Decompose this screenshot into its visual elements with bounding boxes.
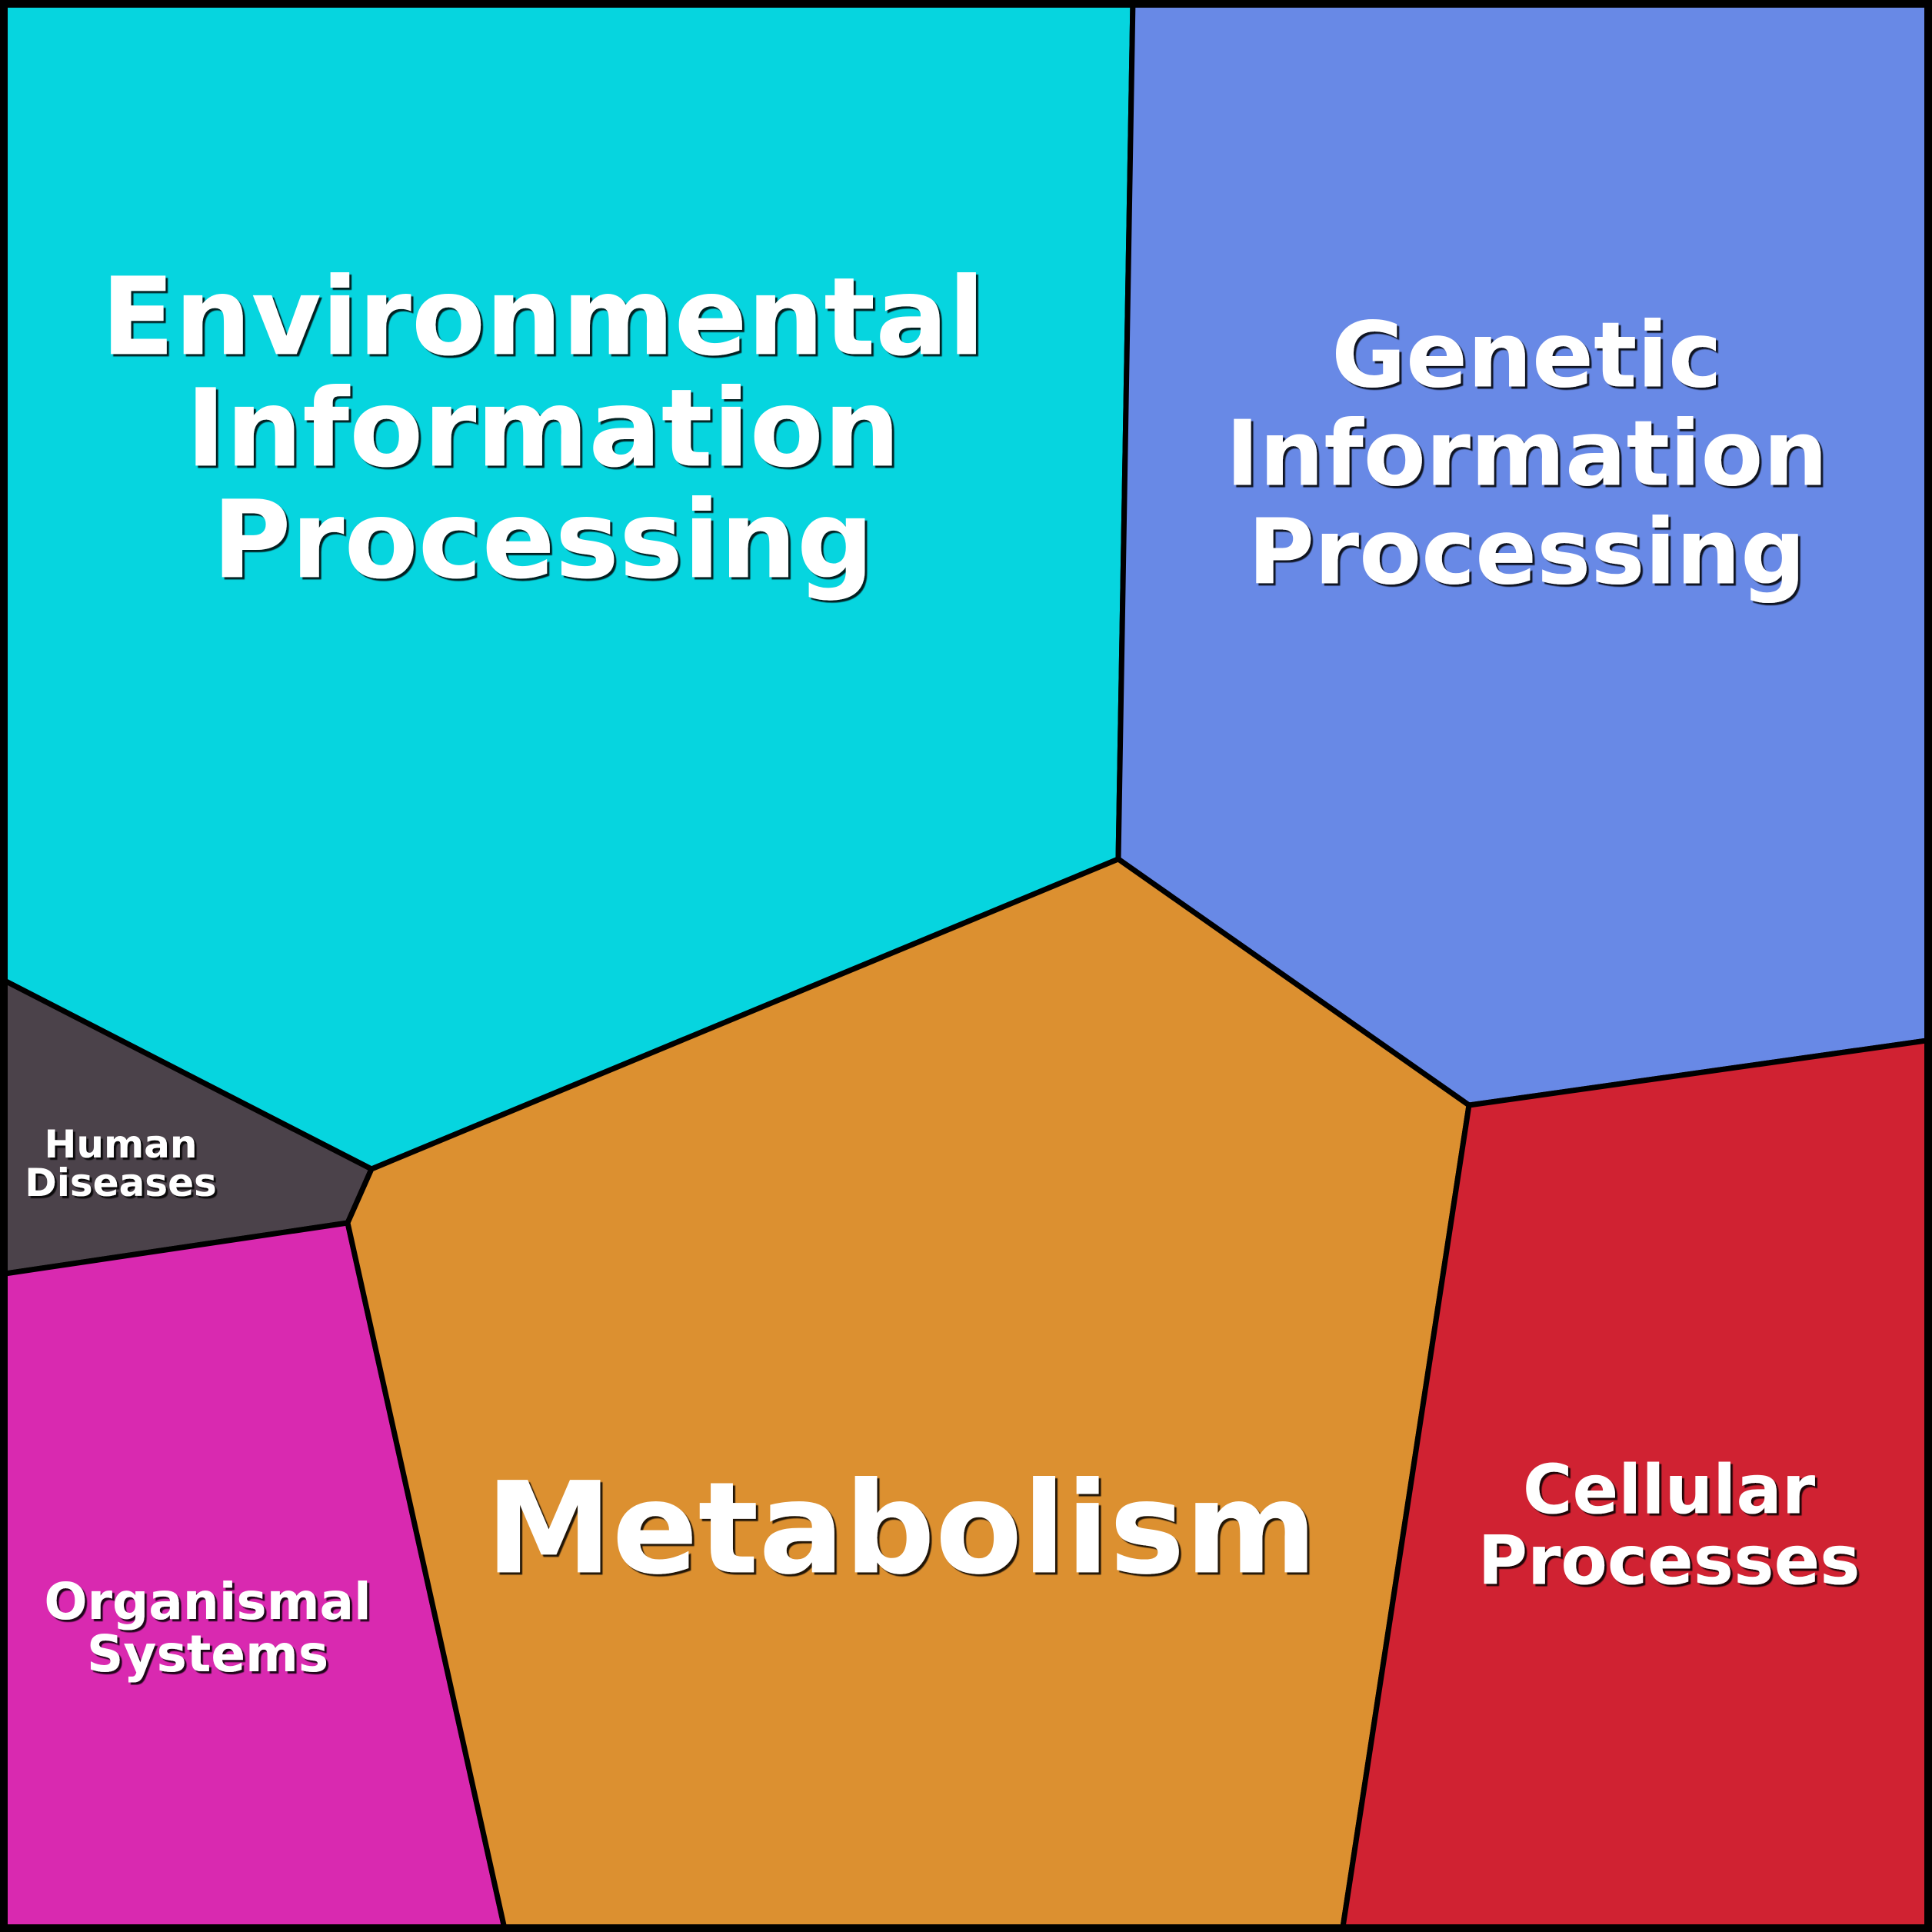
cell-label-line: Metabolism xyxy=(485,1454,1317,1602)
cell-label-metabolism: Metabolism xyxy=(485,1454,1317,1602)
cell-label-line: Cellular xyxy=(1523,1451,1816,1530)
cell-label-line: Genetic xyxy=(1331,301,1722,408)
cell-label-line: Diseases xyxy=(25,1161,217,1205)
cell-label-line: Organismal xyxy=(44,1572,371,1631)
cell-organismal xyxy=(0,1220,508,1932)
cell-label-line: Processes xyxy=(1477,1521,1860,1601)
cell-label-line: Environmental xyxy=(101,255,984,380)
cell-label-line: Human xyxy=(45,1122,198,1167)
cell-label-line: Information xyxy=(1225,400,1827,506)
cell-cellular xyxy=(1339,1037,1932,1932)
cell-label-line: Processing xyxy=(1247,498,1805,605)
cell-label-line: Systems xyxy=(87,1624,328,1684)
cell-label-line: Information xyxy=(185,366,900,491)
cell-metabolism xyxy=(345,856,1472,1932)
cell-label-line: Processing xyxy=(212,478,874,603)
